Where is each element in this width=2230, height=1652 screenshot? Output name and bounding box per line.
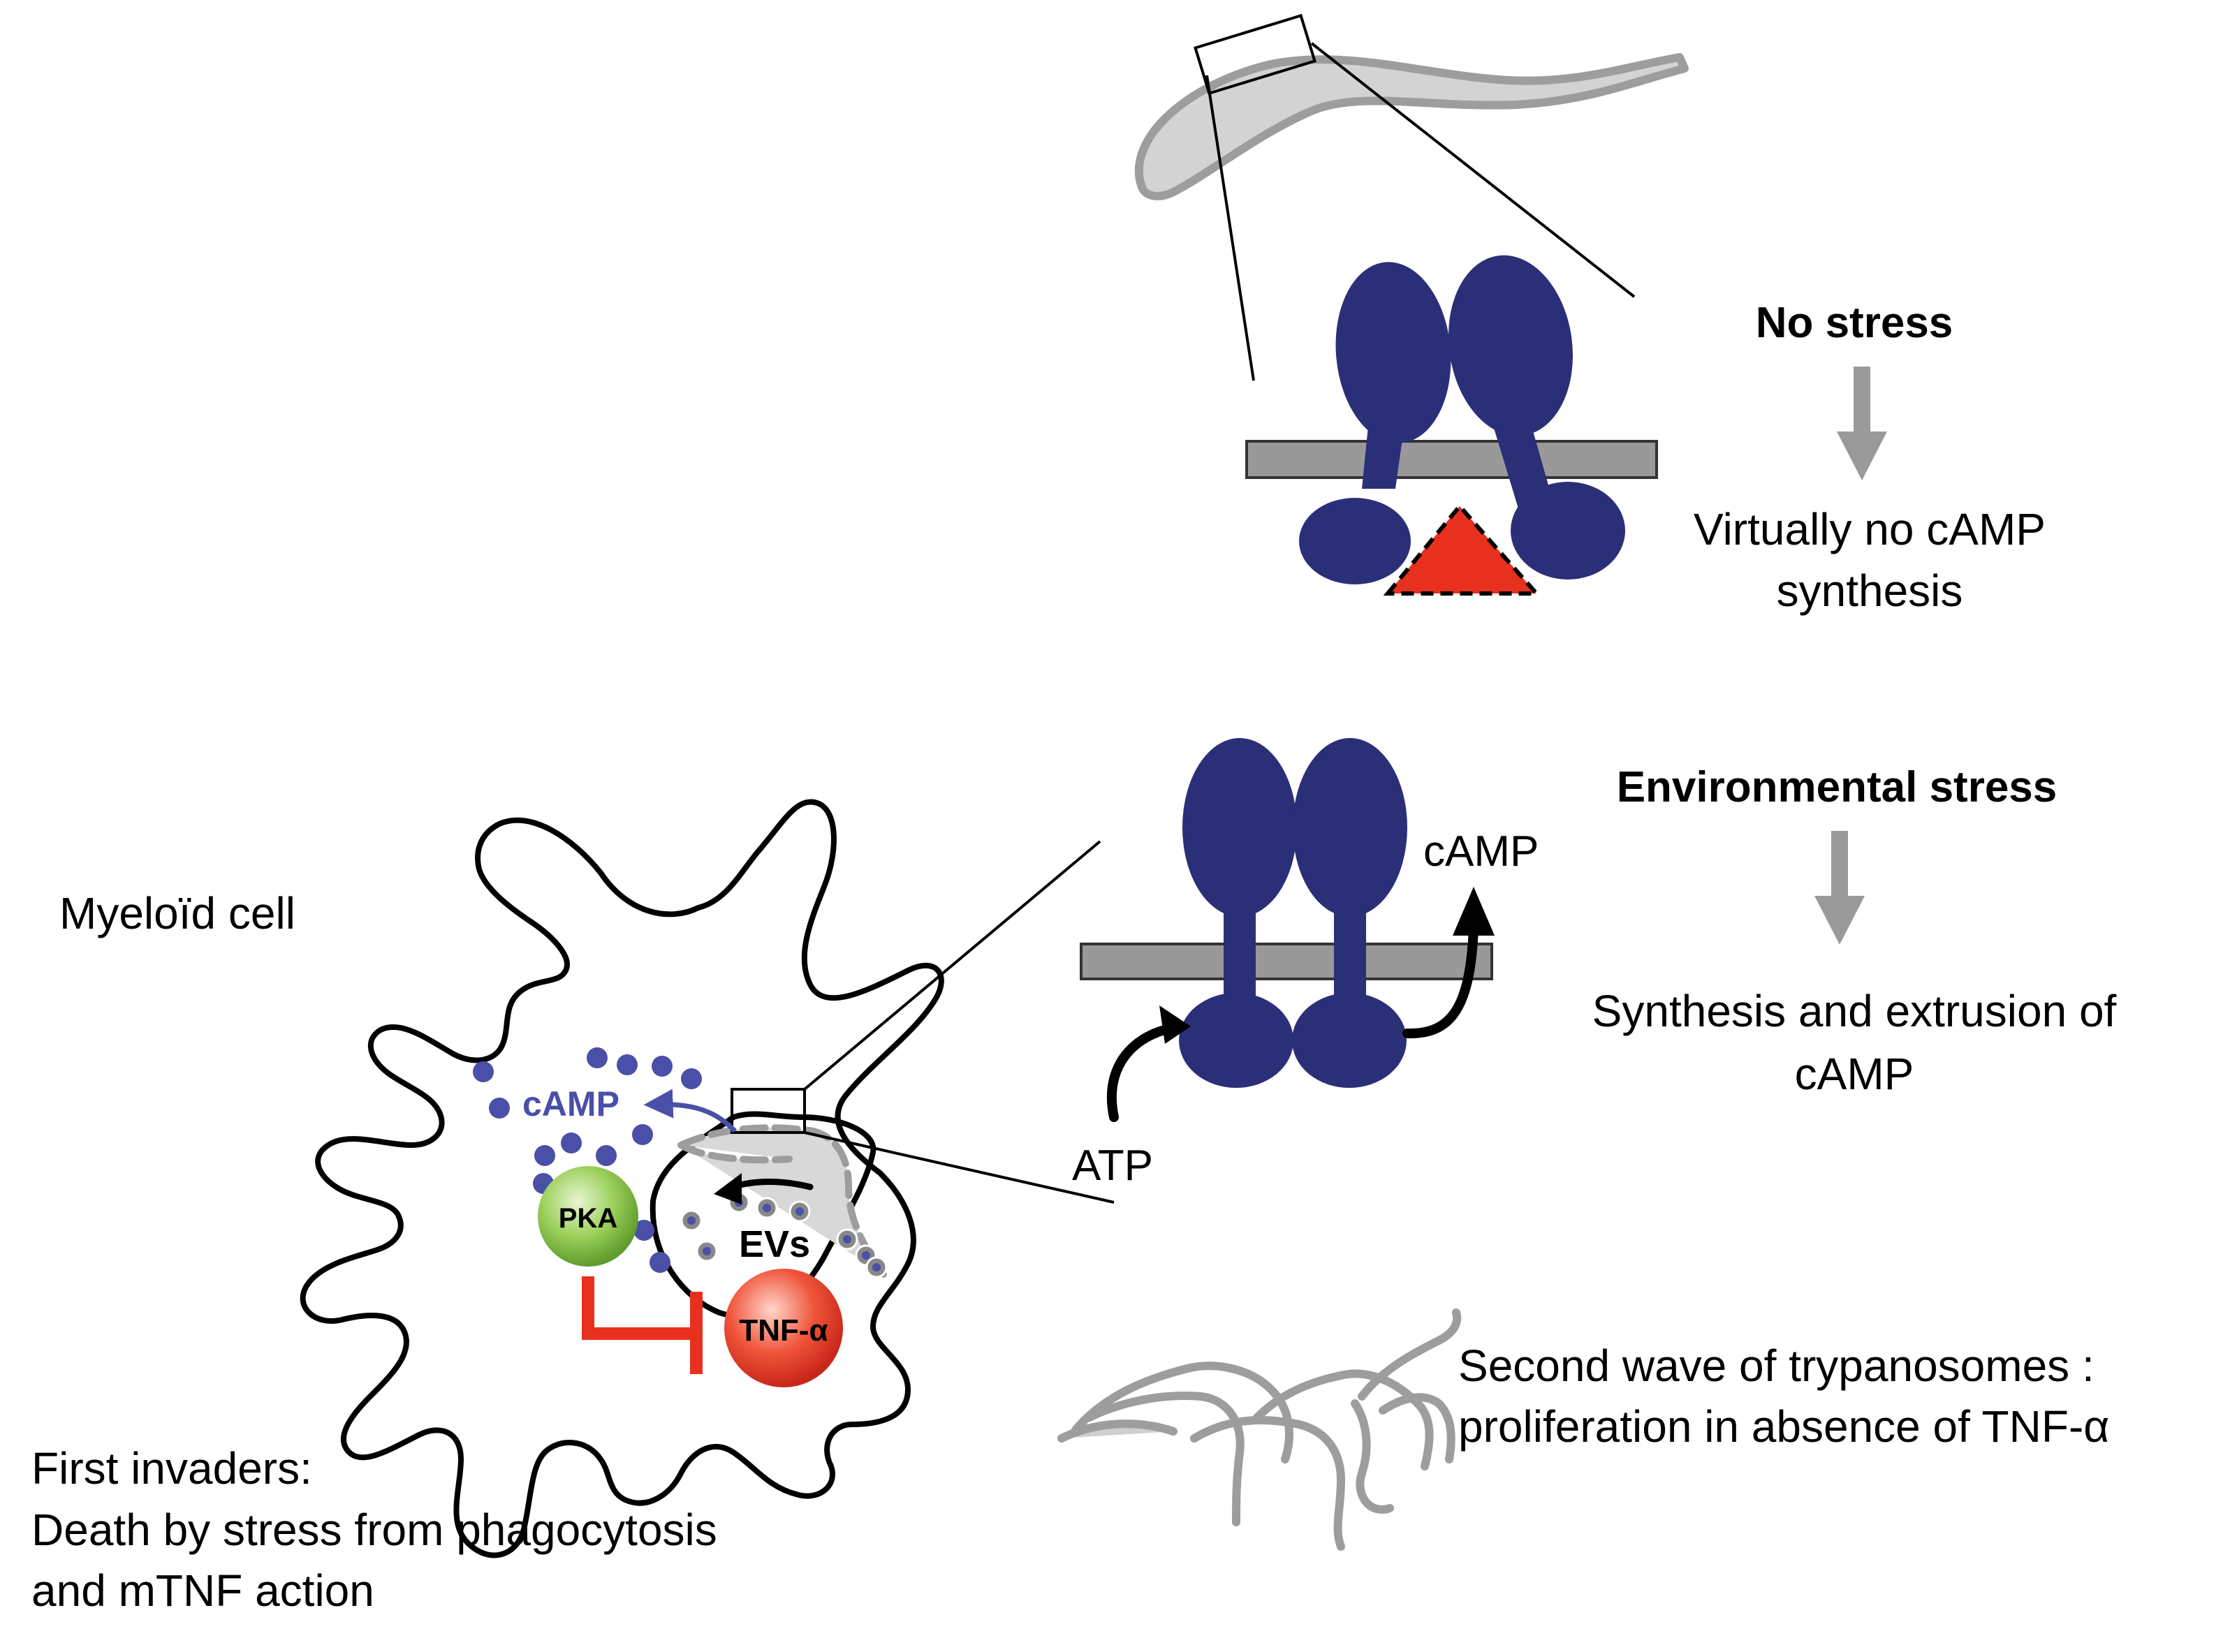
product-label: cAMP xyxy=(1423,827,1539,876)
substrate-label: ATP xyxy=(1072,1142,1153,1190)
evs-label: EVs xyxy=(739,1223,810,1265)
first-invaders-line3: and mTNF action xyxy=(31,1565,374,1616)
adenylate-cyclase-dimer-icon xyxy=(1245,255,1658,596)
camp-inner-arrow xyxy=(643,1089,737,1133)
membrane-top xyxy=(1245,440,1658,479)
camp-out-arrowhead xyxy=(1453,887,1495,936)
zoom-line-top-left xyxy=(1205,75,1255,381)
tnf-circle xyxy=(724,1269,843,1387)
environmental-stress-label: Environmental stress xyxy=(1617,763,2057,811)
down-arrow-icon xyxy=(1837,367,1887,480)
myeloid-cell-outline xyxy=(300,799,944,1558)
pka-label: PKA xyxy=(559,1203,617,1234)
trypanosome-icon xyxy=(1134,53,1689,200)
camp-out-arrow xyxy=(1402,924,1479,1039)
top-outcome-line1: Virtually no cAMP xyxy=(1694,504,2046,554)
camp-dots xyxy=(473,1047,702,1273)
first-invaders-line1: First invaders: xyxy=(31,1443,312,1494)
middle-outcome-line2: cAMP xyxy=(1795,1049,1914,1099)
evs-arrowhead xyxy=(714,1173,742,1204)
second-wave-line2: proliferation in absence of TNF-α xyxy=(1458,1401,2109,1452)
down-arrow-icon xyxy=(1814,831,1865,945)
pka-circle xyxy=(538,1166,638,1267)
atp-arrowhead xyxy=(1159,1005,1191,1044)
zoom-line-cell-upper xyxy=(803,840,1101,1091)
trypanosome-icon xyxy=(1057,1308,1462,1551)
first-invaders-line2: Death by stress from phagocytosis xyxy=(31,1505,717,1555)
camp-inner-label: cAMP xyxy=(522,1084,619,1123)
inhibitor-triangle xyxy=(1383,503,1541,596)
zoom-box-top xyxy=(1194,13,1316,96)
middle-outcome-line1: Synthesis and extrusion of xyxy=(1592,986,2117,1036)
second-wave-line1: Second wave of trypanosomes : xyxy=(1458,1341,2095,1391)
tnf-label: TNF-α xyxy=(739,1313,828,1348)
membrane-middle xyxy=(1080,943,1493,980)
adenylate-cyclase-dimer-icon xyxy=(1080,738,1493,1088)
zoom-box-cell xyxy=(731,1088,806,1134)
myeloid-cell-label: Myeloïd cell xyxy=(59,888,295,938)
no-stress-label: No stress xyxy=(1756,299,1953,347)
zoom-line-top-right xyxy=(1310,42,1636,298)
zoom-line-cell-lower xyxy=(804,1131,1115,1204)
top-outcome-line2: synthesis xyxy=(1777,566,1963,616)
inhibition-bar-icon xyxy=(582,1276,698,1340)
